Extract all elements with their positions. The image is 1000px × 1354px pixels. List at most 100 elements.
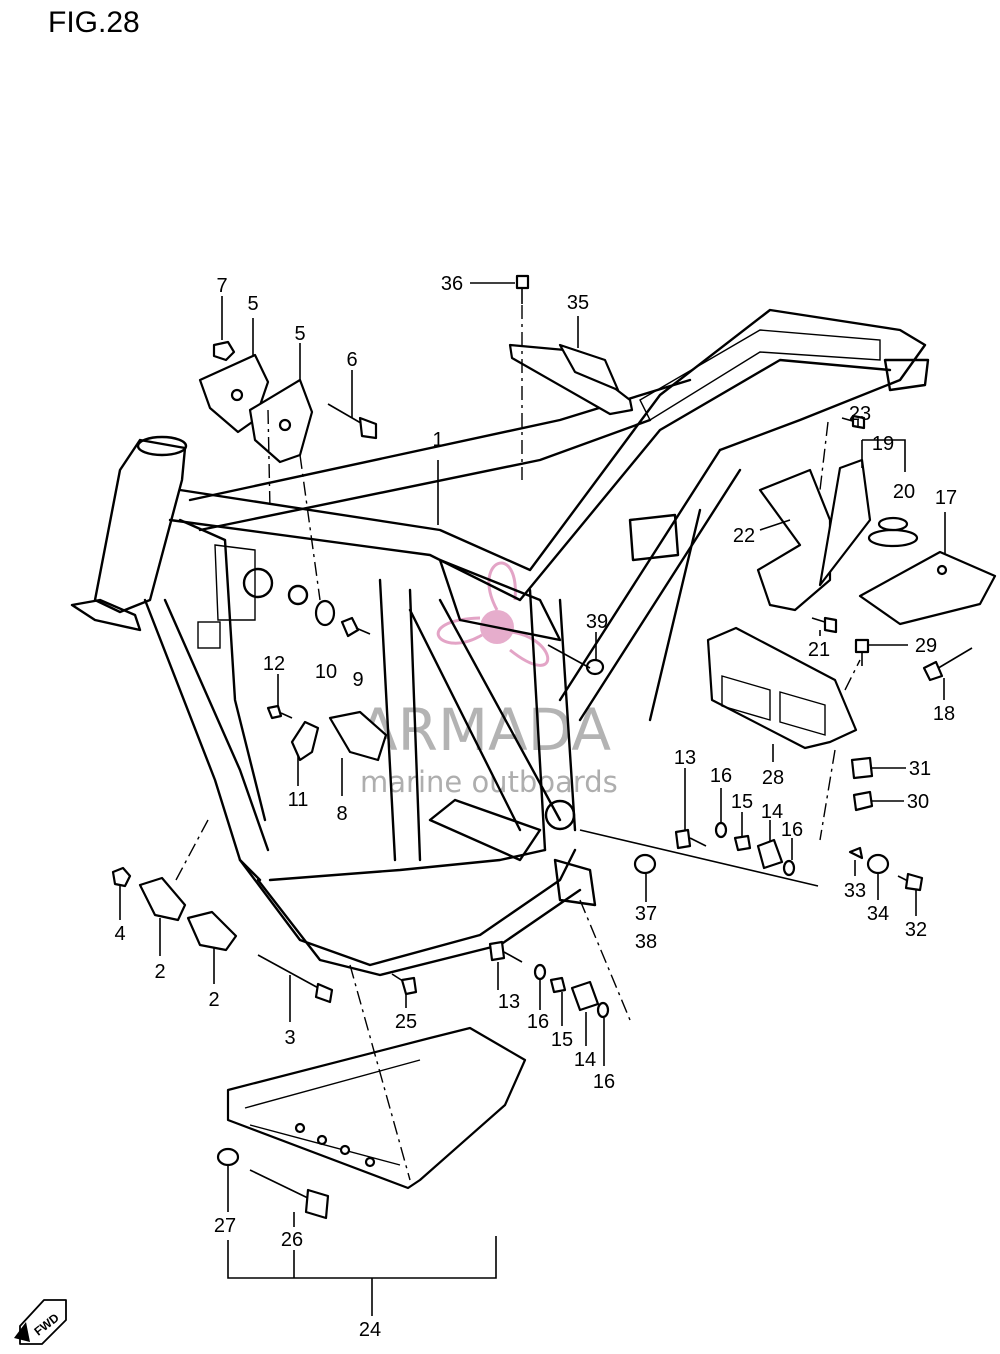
- bolt-icon: [340, 616, 371, 638]
- bolt-icon: [266, 704, 293, 720]
- callout-11: 11: [288, 789, 309, 811]
- callout-8: 8: [336, 803, 347, 825]
- battery-case: [706, 626, 858, 750]
- bolt-icon: [488, 940, 523, 963]
- battery-case-detail: [721, 675, 826, 736]
- mount-hole: [230, 388, 244, 402]
- callout-23: 23: [849, 403, 871, 425]
- callout-9: 9: [352, 669, 363, 691]
- skid-plate-ribs: [244, 1059, 421, 1166]
- bolt-icon: [897, 872, 924, 892]
- callout-20: 20: [893, 481, 915, 503]
- leader-lines: [119, 282, 946, 1316]
- callout-3: 3: [284, 1027, 295, 1049]
- main-frame: [70, 308, 930, 977]
- washer-icon: [596, 1001, 610, 1019]
- bolt-icon: [922, 647, 973, 682]
- washer-icon: [782, 859, 796, 877]
- skid-plate-hole: [339, 1144, 351, 1156]
- bolt-icon: [674, 828, 707, 850]
- callout-4: 4: [114, 923, 125, 945]
- skid-plate: [226, 1026, 527, 1190]
- bushing-icon: [314, 599, 336, 627]
- callout-27: 27: [214, 1215, 236, 1237]
- rear-cover: [858, 550, 997, 626]
- figure-title: FIG.28: [48, 6, 140, 39]
- damper-icon: [850, 756, 874, 780]
- collar-icon: [866, 853, 890, 875]
- cap-icon: [633, 853, 657, 875]
- callout-labels: 1 2 2 3 4 5 5 6 7 8 9 10 11 12 13 13 14 …: [114, 273, 957, 1341]
- cover-hole: [936, 564, 948, 576]
- collar-icon: [549, 976, 567, 994]
- callout-14: 14: [761, 801, 783, 823]
- bolt-icon: [811, 616, 838, 634]
- bolt-icon: [515, 274, 530, 304]
- watermark-brand: ARMADA: [358, 696, 611, 764]
- side-cover: [756, 468, 832, 612]
- callout-37: 37: [635, 903, 657, 925]
- callout-26: 26: [281, 1229, 303, 1251]
- callout-21: 21: [808, 639, 830, 661]
- collar-icon: [733, 834, 752, 852]
- callout-5: 5: [294, 323, 305, 345]
- grommet-icon: [877, 516, 909, 532]
- callout-38: 38: [635, 931, 657, 953]
- skid-plate-hole: [364, 1156, 376, 1168]
- callout-18: 18: [933, 703, 955, 725]
- callout-12: 12: [263, 653, 285, 675]
- callout-28: 28: [762, 767, 784, 789]
- mount-hole: [278, 418, 292, 432]
- bolt-icon: [249, 1169, 330, 1220]
- washer-icon: [714, 821, 728, 839]
- callout-24: 24: [359, 1319, 381, 1341]
- callout-29: 29: [915, 635, 937, 657]
- callout-17: 17: [935, 487, 957, 509]
- grommet-icon: [867, 528, 919, 548]
- callout-16: 16: [527, 1011, 549, 1033]
- callout-34: 34: [867, 903, 889, 925]
- callout-13: 13: [674, 747, 696, 769]
- skid-plate-hole: [316, 1134, 328, 1146]
- callout-14: 14: [574, 1049, 596, 1071]
- washer-icon: [216, 1147, 240, 1167]
- callout-6: 6: [346, 349, 357, 371]
- rear-shield: [818, 458, 872, 587]
- bolt-icon: [854, 638, 870, 666]
- nut-icon: [111, 866, 132, 888]
- bracket-icon: [328, 710, 388, 762]
- callout-2: 2: [208, 989, 219, 1011]
- callout-22: 22: [733, 525, 755, 547]
- bolt-icon: [391, 973, 418, 996]
- clamp-icon: [290, 720, 320, 762]
- callout-32: 32: [905, 919, 927, 941]
- cap-icon: [852, 790, 874, 812]
- callout-16: 16: [710, 765, 732, 787]
- callout-2: 2: [154, 961, 165, 983]
- callout-13: 13: [498, 991, 520, 1013]
- callout-33: 33: [844, 880, 866, 902]
- callout-15: 15: [731, 791, 753, 813]
- watermark-tagline: marine outboards: [360, 765, 618, 799]
- callout-39: 39: [586, 611, 608, 633]
- long-bolt-icon: [257, 954, 334, 1004]
- callout-19: 19: [872, 433, 894, 455]
- bolt-icon: [327, 403, 378, 440]
- mount-plate-lower: [186, 910, 238, 952]
- callout-25: 25: [395, 1011, 417, 1033]
- washer-icon: [533, 963, 547, 981]
- callout-15: 15: [551, 1029, 573, 1051]
- callout-16: 16: [781, 819, 803, 841]
- callout-5: 5: [247, 293, 258, 315]
- fwd-arrow-icon: FWD: [14, 1299, 67, 1345]
- bushing-icon: [570, 980, 600, 1012]
- callout-1: 1: [432, 429, 443, 451]
- callout-31: 31: [909, 758, 931, 780]
- callout-7: 7: [216, 275, 227, 297]
- bushing-icon: [756, 838, 784, 870]
- callout-10: 10: [315, 661, 337, 683]
- callout-16: 16: [593, 1071, 615, 1093]
- skid-plate-hole: [294, 1122, 306, 1134]
- callout-36: 36: [441, 273, 463, 295]
